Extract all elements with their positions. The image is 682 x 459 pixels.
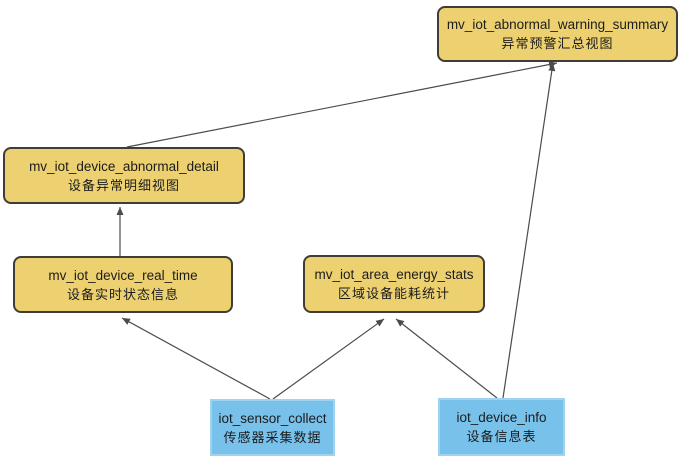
edge-iot_sensor_collect-to-mv_iot_device_real_time [121, 317, 271, 400]
edge-mv_iot_device_abnormal_detail-to-mv_iot_abnormal_warning_summary [126, 61, 558, 148]
node-name: mv_iot_area_energy_stats [314, 267, 474, 282]
node-name: mv_iot_device_real_time [48, 267, 198, 283]
edge-iot_sensor_collect-to-mv_iot_area_energy_stats [272, 318, 385, 400]
node-label-cn: 设备异常明细视图 [67, 177, 180, 193]
node-name: iot_device_info [456, 410, 547, 425]
node-label-cn: 设备实时状态信息 [66, 286, 179, 302]
node-mv-iot-device-real-time[interactable]: mv_iot_device_real_time 设备实时状态信息 [13, 256, 233, 313]
node-name: mv_iot_abnormal_warning_summary [446, 17, 669, 32]
node-label-cn: 设备信息表 [466, 429, 537, 444]
node-iot-device-info[interactable]: iot_device_info 设备信息表 [438, 398, 565, 456]
node-label-cn: 传感器采集数据 [223, 429, 322, 445]
edge-iot_device_info-to-mv_iot_abnormal_warning_summary [502, 62, 556, 399]
node-mv-iot-area-energy-stats[interactable]: mv_iot_area_energy_stats 区域设备能耗统计 [303, 255, 485, 313]
node-label-cn: 区域设备能耗统计 [337, 286, 450, 301]
node-iot-sensor-collect[interactable]: iot_sensor_collect 传感器采集数据 [210, 399, 335, 456]
edge-iot_device_info-to-mv_iot_area_energy_stats [395, 318, 498, 399]
node-name: mv_iot_device_abnormal_detail [29, 158, 219, 174]
node-label-cn: 异常预警汇总视图 [501, 36, 614, 51]
node-mv-iot-device-abnormal-detail[interactable]: mv_iot_device_abnormal_detail 设备异常明细视图 [3, 147, 245, 204]
node-name: iot_sensor_collect [218, 410, 327, 426]
node-mv-iot-abnormal-warning-summary[interactable]: mv_iot_abnormal_warning_summary 异常预警汇总视图 [437, 6, 678, 62]
